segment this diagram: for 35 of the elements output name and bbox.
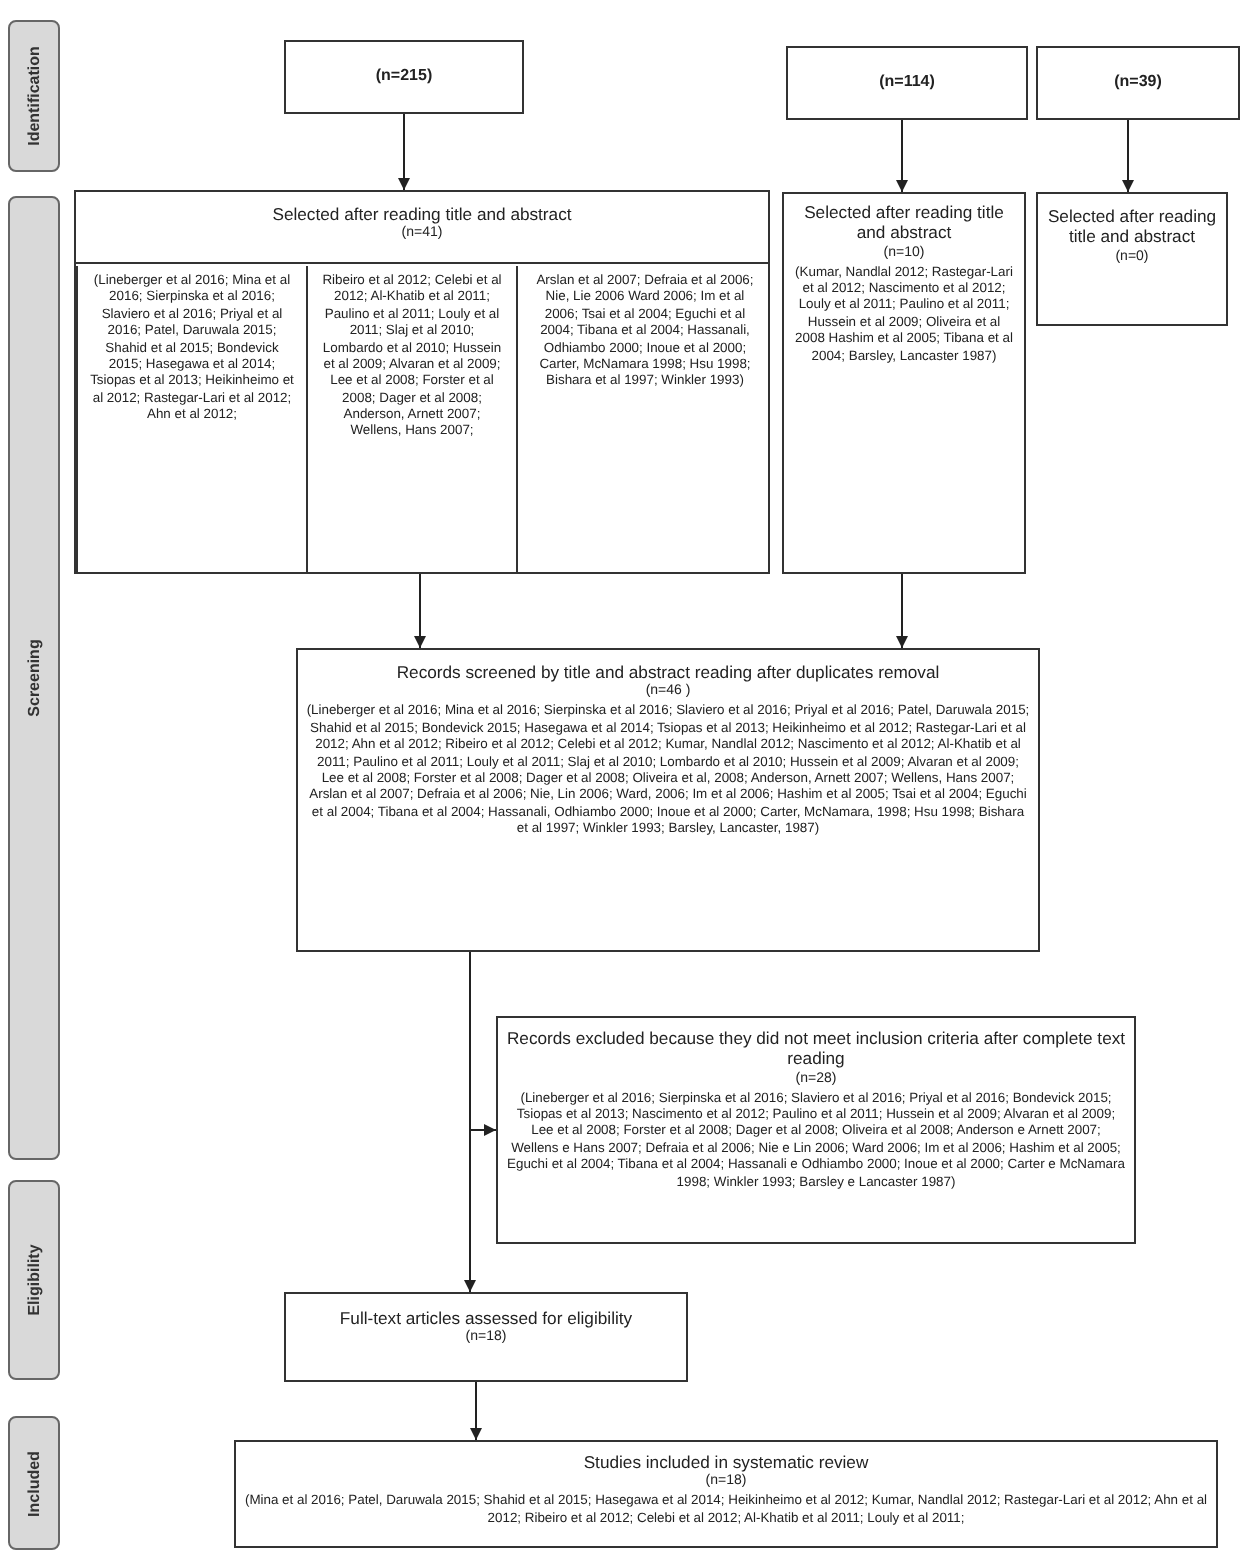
box-heading: Records screened by title and abstract reading after duplicates removal: [394, 662, 942, 683]
stage-label-band: [8, 1180, 60, 1380]
arrow: [398, 113, 410, 191]
stage-label: Screening: [25, 639, 43, 717]
database-box: [1036, 46, 1240, 120]
process-box: [234, 1440, 1218, 1548]
box-heading: Studies included in systematic review: [581, 1452, 871, 1473]
arrow: [470, 1381, 482, 1441]
process-box: [296, 648, 1040, 952]
process-box: [782, 192, 1026, 574]
box-heading: Selected after reading title and abstract: [802, 202, 1006, 244]
database-box: [786, 46, 1028, 120]
process-box: [284, 1292, 688, 1382]
stage-label: Included: [25, 1450, 43, 1516]
arrow: [414, 573, 426, 649]
stage-label: Eligibility: [25, 1244, 43, 1316]
arrow: [1122, 119, 1134, 193]
box-heading: Selected after reading title and abstract: [1046, 206, 1218, 248]
count-text: (n=114): [877, 72, 937, 92]
arrow: [896, 573, 908, 649]
stage-label-band: [8, 1416, 60, 1550]
box-heading: Records excluded because they did not meet inclusion criteria after complete text reading: [506, 1028, 1126, 1070]
arrow: [896, 119, 908, 193]
process-box: [74, 190, 770, 574]
process-box: [496, 1016, 1136, 1244]
stage-label: Identification: [25, 46, 43, 146]
stage-label-band: [8, 196, 60, 1160]
database-box: [284, 40, 524, 114]
arrow: [464, 951, 476, 1293]
process-box: [1036, 192, 1228, 326]
stage-label-band: [8, 20, 60, 172]
count-text: (n=215): [373, 66, 435, 86]
count-text: (n=39): [1112, 72, 1164, 92]
box-heading: Selected after reading title and abstract: [270, 204, 574, 225]
box-heading: Full-text articles assessed for eligibility: [337, 1308, 635, 1329]
